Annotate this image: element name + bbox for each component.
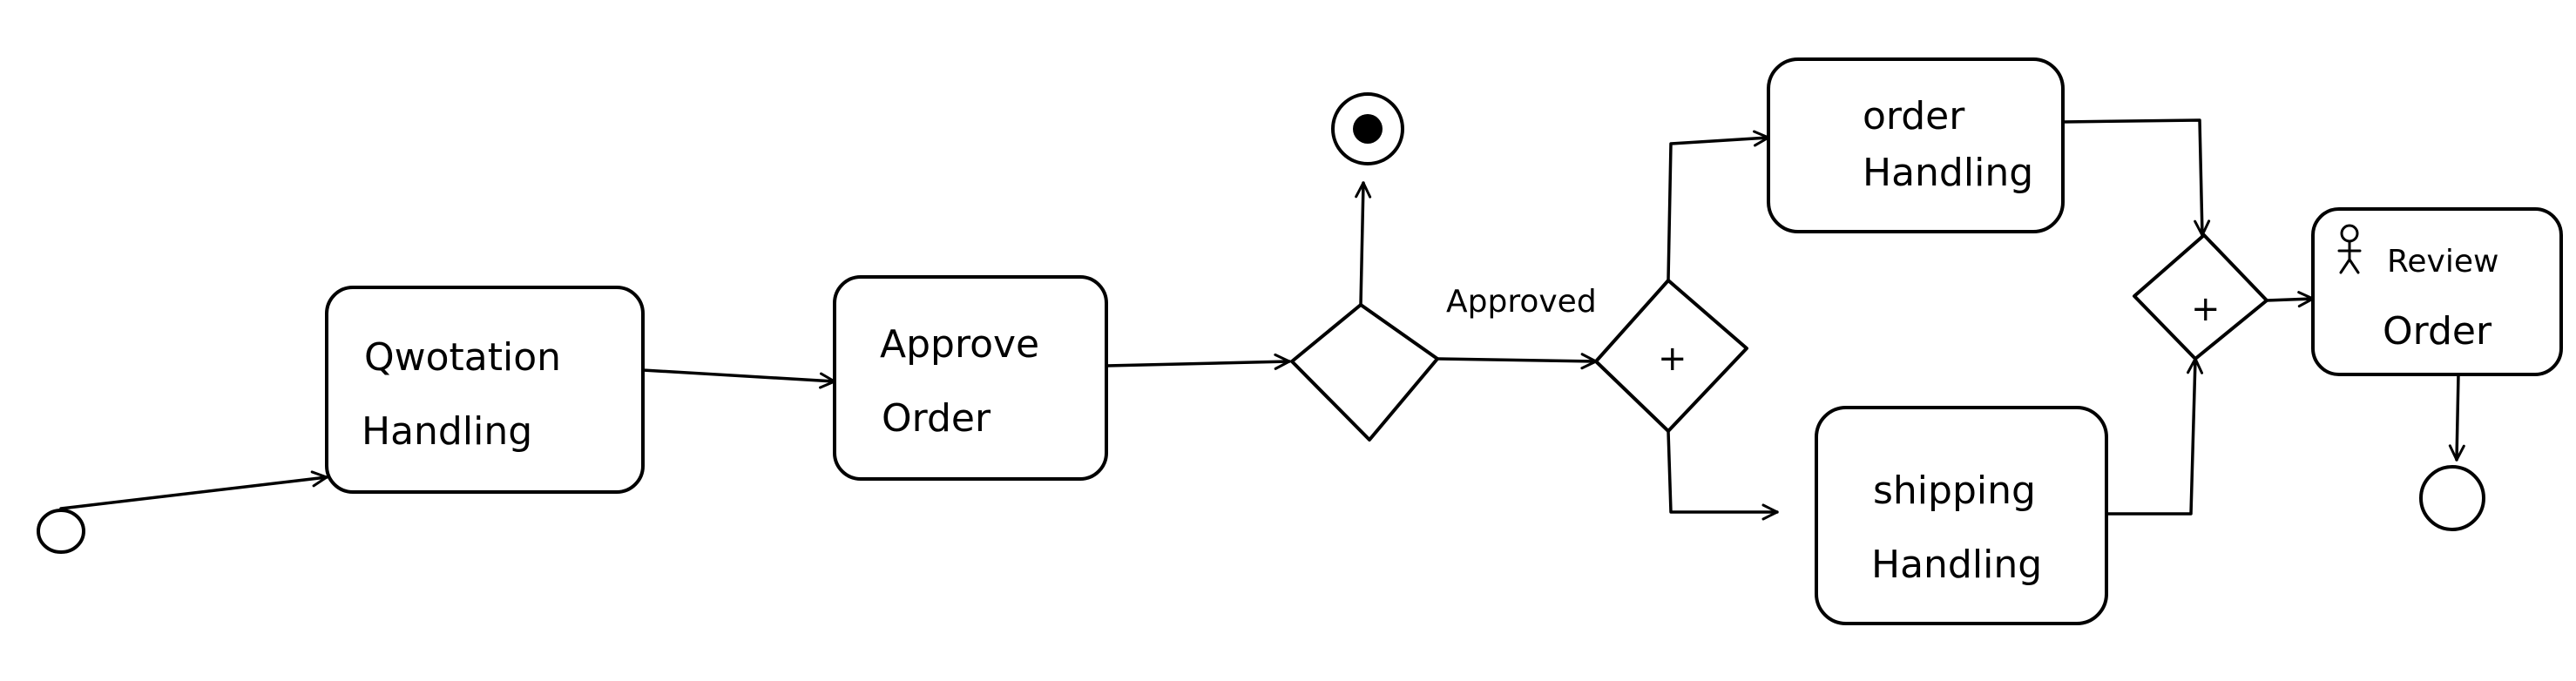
task-approve-order[interactable]: Approve Order	[833, 275, 1108, 481]
task-box	[833, 275, 1108, 481]
person-icon	[2337, 224, 2362, 274]
task-label-line-2: Handling	[1871, 543, 2042, 587]
plus-icon: +	[2191, 289, 2221, 329]
task-box	[1767, 57, 2065, 233]
end-event-top[interactable]	[1331, 92, 1404, 165]
task-label-line-2: Order	[2383, 309, 2492, 354]
task-order-handling[interactable]: order Handling	[1767, 57, 2065, 233]
task-label-line-1: Review	[2387, 244, 2498, 280]
edge-split-to-order-handling	[1667, 130, 1770, 282]
parallel-gateway-split[interactable]: +	[1594, 279, 1748, 433]
parallel-gateway-join[interactable]: +	[2133, 233, 2268, 361]
edge-split-to-shipping-handling	[1667, 429, 1779, 521]
task-label-line-2: Handling	[362, 409, 532, 454]
edge-shipping-handling-to-join	[2105, 357, 2204, 516]
edge-gateway-to-split	[1436, 353, 1598, 370]
edge-label-approved: Approved	[1446, 284, 1597, 320]
task-label-line-1: shipping	[1873, 469, 2036, 513]
edge-join-to-review	[2265, 291, 2315, 308]
task-label-line-2: Handling	[1863, 151, 2033, 195]
exclusive-gateway[interactable]	[1290, 303, 1439, 442]
task-quotation-handling[interactable]: Qwotation Handling	[325, 286, 645, 494]
edge-start-to-quotation	[59, 470, 328, 510]
edge-review-to-end-bottom	[2448, 373, 2465, 462]
task-box	[325, 286, 645, 494]
task-review-order[interactable]: Review Order	[2311, 207, 2563, 376]
end-event-dot	[1353, 114, 1383, 144]
task-label-line-1: Approve	[880, 322, 1039, 367]
start-event[interactable]	[37, 509, 85, 554]
task-shipping-handling[interactable]: shipping Handling	[1815, 406, 2108, 625]
task-label-line-1: Qwotation	[364, 335, 561, 380]
edge-approve-to-gateway	[1105, 353, 1291, 370]
task-box	[2311, 207, 2563, 376]
end-event-bottom[interactable]	[2419, 465, 2485, 531]
edge-order-handling-to-join	[2061, 118, 2211, 237]
task-box	[1815, 406, 2108, 625]
plus-icon: +	[1658, 339, 1687, 379]
edge-gateway-to-end-top	[1355, 181, 1372, 307]
task-label-line-1: order	[1863, 94, 1965, 138]
task-label-line-2: Order	[882, 396, 991, 441]
edge-quotation-to-approve	[641, 368, 836, 389]
